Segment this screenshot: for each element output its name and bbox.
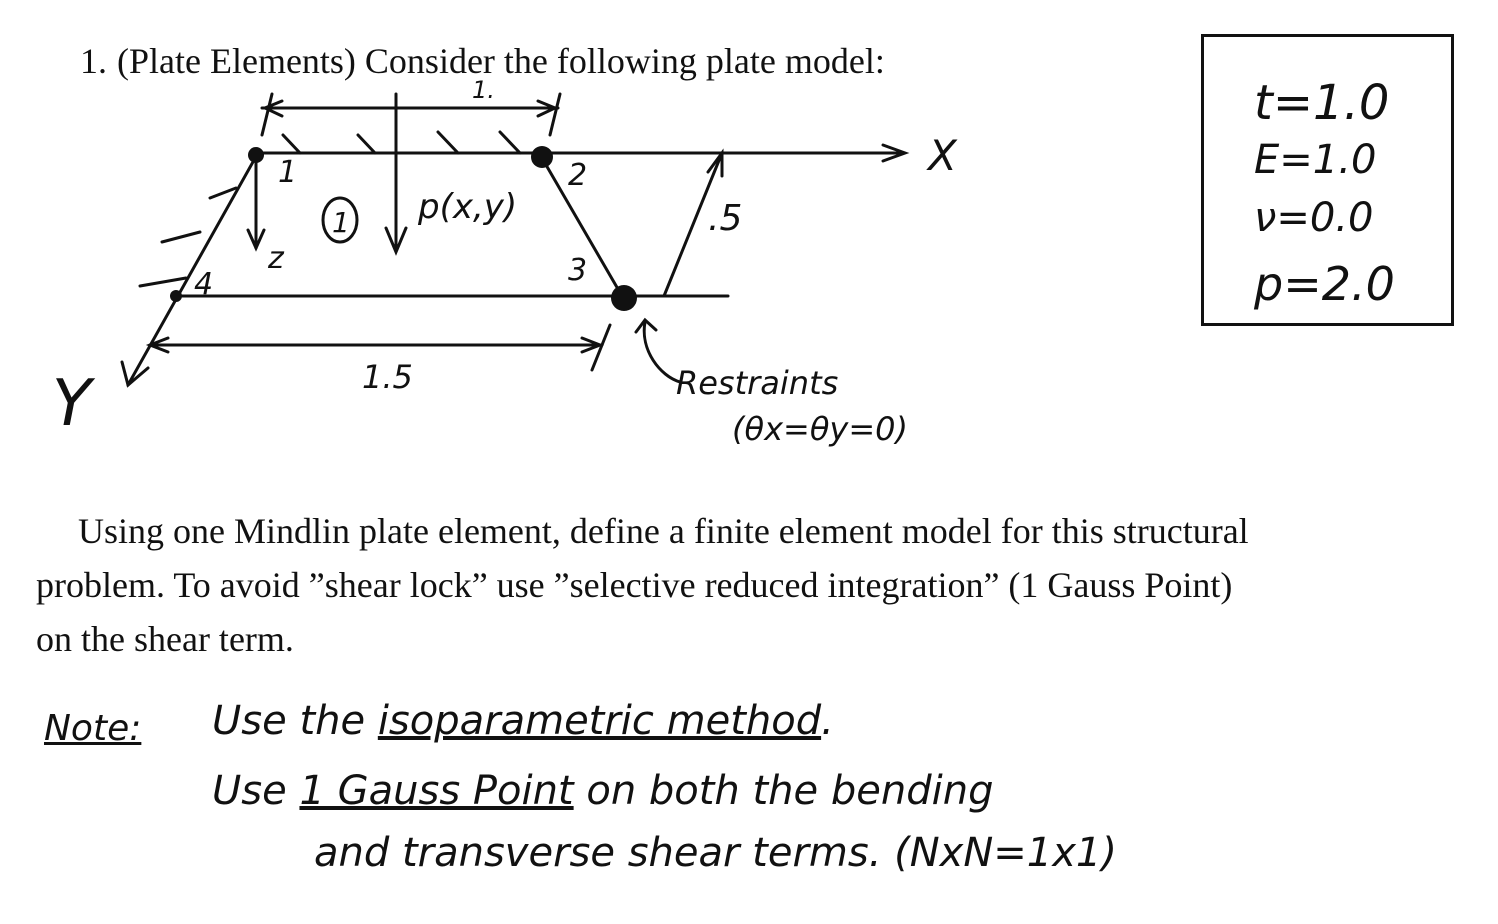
y-axis-label: Y (52, 367, 96, 441)
offset-dim-label: .5 (708, 198, 742, 239)
note-line-2-start: Use (212, 768, 287, 814)
note-isoparametric: isoparametric method (377, 698, 822, 744)
param-pressure: p=2.0 (1254, 257, 1395, 311)
top-dim-arrow (261, 99, 284, 118)
z-axis-arrowhead (246, 228, 266, 252)
note-line-1-start: Use the (212, 698, 366, 744)
node-1-dot (248, 147, 264, 163)
node-2-label: 2 (568, 158, 587, 193)
problem-heading: (Plate Elements) Consider the following … (117, 41, 885, 81)
top-dim-tick (260, 92, 274, 137)
edge-2-3 (540, 156, 624, 298)
top-hatch (356, 133, 377, 155)
param-thickness: t=1.0 (1254, 75, 1390, 131)
note-label: Note: (44, 708, 142, 749)
node-2-dot (531, 146, 553, 168)
offset-dim-arrow (706, 148, 724, 178)
restraint-pointer-head (634, 317, 658, 334)
bottom-dim-label: 1.5 (362, 358, 413, 396)
node-3-dot (611, 285, 637, 311)
problem-statement: Using one Mindlin plate element, define … (36, 504, 1446, 666)
left-hatch (160, 230, 202, 244)
top-hatch (281, 133, 302, 155)
handwritten-note: Note: Use the isoparametric method. Use … (44, 690, 1464, 910)
left-hatch (138, 276, 188, 288)
element-circle (321, 196, 359, 244)
z-axis-label: z (267, 241, 285, 276)
offset-dim-line (662, 151, 724, 298)
top-hatch (436, 130, 460, 155)
element-label: 1 (332, 206, 350, 239)
note-line-1: Use the isoparametric method. (212, 698, 834, 744)
load-arrow-head (384, 226, 408, 256)
y-axis-arrowhead (120, 360, 150, 388)
left-hatch (208, 186, 238, 200)
x-axis-label: X (926, 131, 958, 180)
y-axis-line (126, 151, 260, 387)
load-label: p(x,y) (417, 187, 517, 227)
statement-line-1: Using one Mindlin plate element, define … (78, 511, 1249, 551)
top-dim-arrow (536, 99, 559, 118)
parameter-box: t=1.0 E=1.0 ν=0.0 p=2.0 (1201, 34, 1454, 326)
statement-line-3: on the shear term. (36, 619, 294, 659)
restraints-label: Restraints (676, 364, 838, 402)
node-4-dot (170, 290, 182, 302)
top-dim-tick (548, 92, 562, 137)
bottom-dim-arrow (145, 336, 170, 354)
node-4-label: 4 (194, 267, 213, 302)
top-hatch (498, 130, 522, 155)
note-line-3: and transverse shear terms. (NxN=1x1) (314, 830, 1117, 876)
x-axis-arrowhead (881, 143, 910, 163)
bottom-dim-arrow (580, 336, 605, 354)
param-modulus: E=1.0 (1254, 137, 1377, 183)
problem-number: 1. (80, 41, 107, 81)
node-3-label: 3 (568, 253, 587, 288)
bottom-dim-tick (590, 323, 612, 372)
param-poisson: ν=0.0 (1254, 195, 1374, 241)
restraint-pointer (642, 320, 682, 384)
note-line-1-end: . (821, 698, 834, 744)
statement-line-2: problem. To avoid ”shear lock” use ”sele… (36, 565, 1233, 605)
note-line-2-end: on both the bending (586, 768, 994, 814)
note-line-2: Use 1 Gauss Point on both the bending (212, 768, 993, 814)
top-dim-label: 1. (472, 80, 495, 104)
restraints-condition: (θx=θy=0) (732, 410, 908, 448)
problem-title: 1.(Plate Elements) Consider the followin… (80, 40, 885, 82)
node-1-label: 1 (278, 155, 297, 190)
plate-diagram: 1 2 3 4 1 p(x,y) 1. 1.5 .5 X Y z Restrai… (52, 80, 958, 448)
note-gauss-point: 1 Gauss Point (299, 768, 574, 814)
